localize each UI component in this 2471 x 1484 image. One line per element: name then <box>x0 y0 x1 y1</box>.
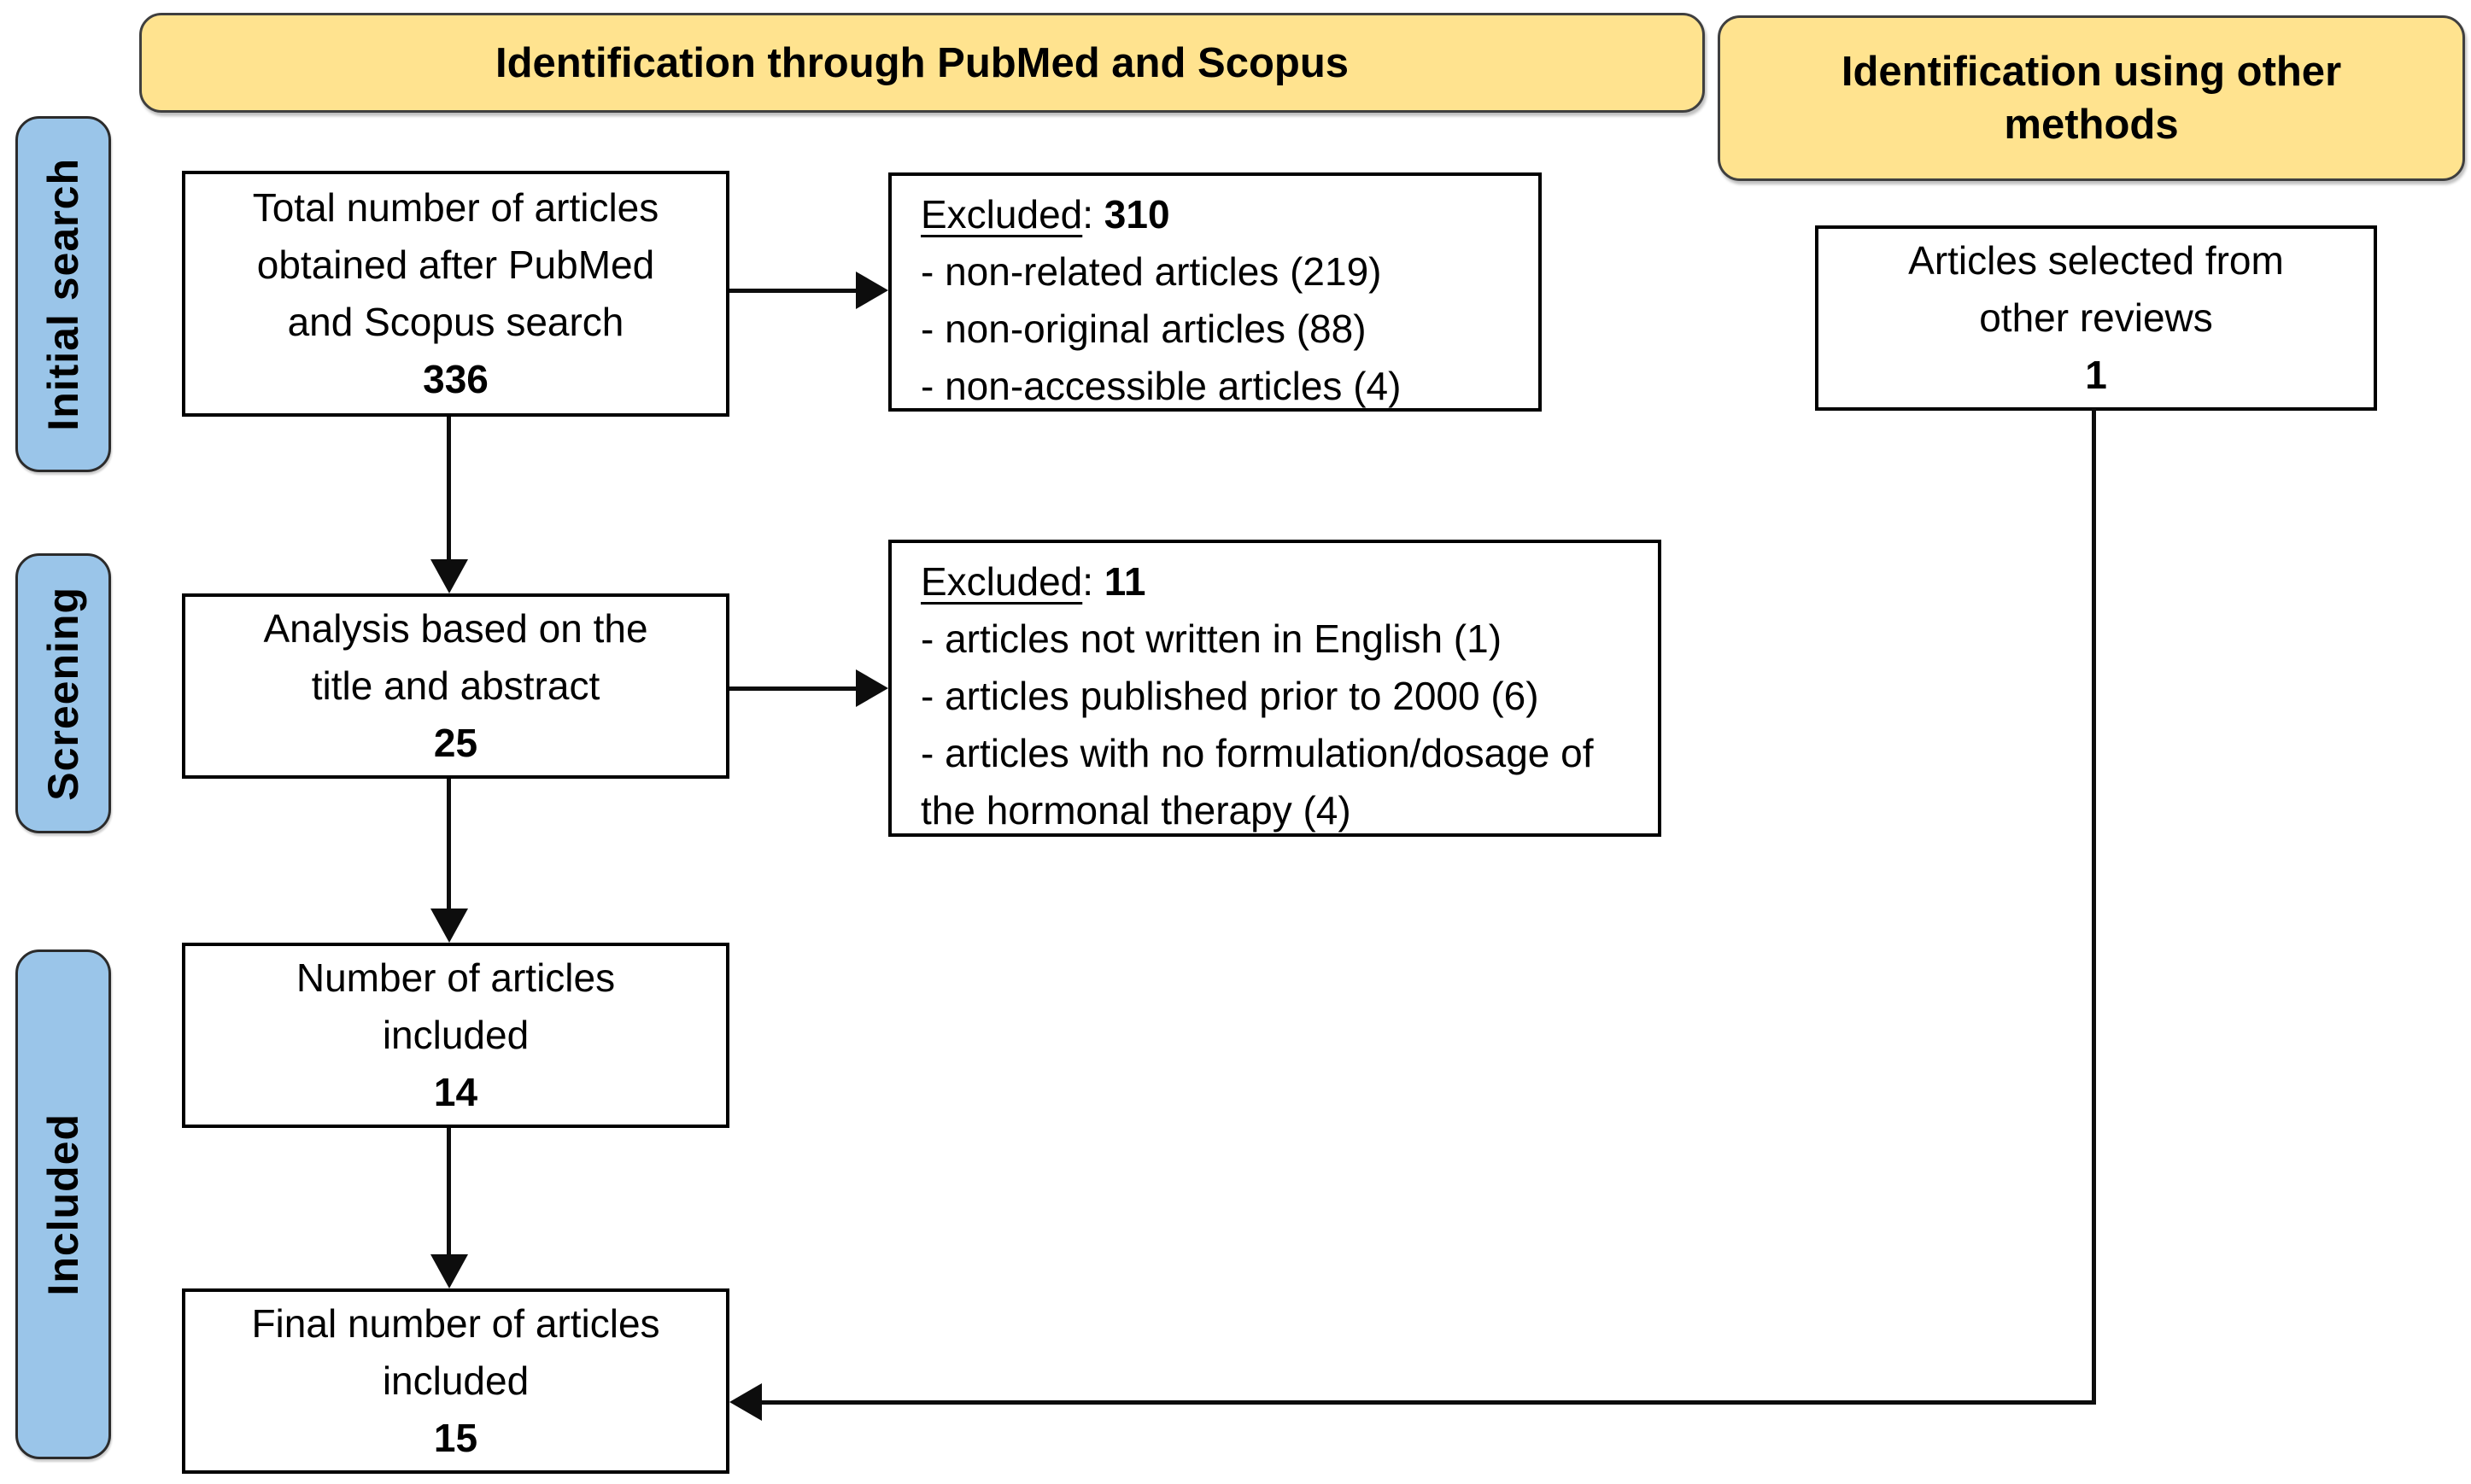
excluded-label: Excluded <box>921 559 1083 604</box>
box-count: 1 <box>2085 353 2107 397</box>
stage-label-initial-search: Initial search <box>15 116 111 472</box>
arrowhead <box>430 1254 468 1288</box>
stage-label-text: Screening <box>39 586 87 801</box>
text-line: included <box>382 1013 530 1057</box>
text-line: Articles selected from <box>1908 238 2284 283</box>
excluded-items: - non-related articles (219) - non-origin… <box>921 243 1401 415</box>
arrowhead <box>430 559 468 593</box>
box-total-articles: Total number of articles obtained after P… <box>182 171 729 417</box>
box-excluded-initial-search: Excluded: 310 - non-related articles (21… <box>888 172 1542 412</box>
text-line: - articles published prior to 2000 (6) <box>921 674 1539 718</box>
box-count: 336 <box>423 357 489 401</box>
box-articles-included: Number of articles included 14 <box>182 943 729 1128</box>
text-line: - non-original articles (88) <box>921 307 1367 351</box>
banner-identification-other-methods: Identification using other methods <box>1718 15 2465 181</box>
arrow-line <box>447 417 451 562</box>
box-text-lines: Total number of articles obtained after P… <box>253 179 659 351</box>
excluded-title: Excluded: 11 <box>921 553 1145 611</box>
text-line: Identification through PubMed and Scopus <box>495 39 1350 86</box>
arrowhead <box>856 272 888 309</box>
text-line: Total number of articles <box>252 185 659 230</box>
arrowhead <box>430 909 468 943</box>
excluded-label: Excluded <box>921 192 1083 237</box>
excluded-items: - articles not written in English (1) - a… <box>921 611 1642 839</box>
arrow-line <box>729 686 858 691</box>
excluded-title: Excluded: 310 <box>921 186 1170 243</box>
box-text-lines: Final number of articles included <box>251 1295 659 1410</box>
connector-vertical-line <box>2092 408 2096 1405</box>
text-line: and Scopus search <box>287 300 624 344</box>
excluded-count: 310 <box>1104 192 1170 237</box>
box-count: 15 <box>433 1416 478 1460</box>
excluded-separator: : <box>1082 192 1104 237</box>
arrowhead <box>856 669 888 707</box>
stage-label-text: Initial search <box>39 157 87 431</box>
text-line: Number of articles <box>296 955 616 1000</box>
excluded-count: 11 <box>1104 559 1146 604</box>
stage-label-text: Included <box>39 1113 87 1296</box>
text-line: Final number of articles <box>251 1301 660 1346</box>
text-line: included <box>382 1358 530 1403</box>
banner-identification-pubmed-scopus: Identification through PubMed and Scopus <box>139 13 1705 113</box>
text-line: - non-related articles (219) <box>921 249 1382 294</box>
text-line: methods <box>2004 102 2179 148</box>
stage-label-screening: Screening <box>15 553 111 833</box>
text-line: Analysis based on the <box>263 606 648 651</box>
text-line: - articles with no formulation/dosage of… <box>921 731 1594 833</box>
text-line: Identification using other <box>1841 49 2342 95</box>
box-final-articles-included: Final number of articles included 15 <box>182 1288 729 1474</box>
text-line: - non-accessible articles (4) <box>921 364 1402 408</box>
box-articles-from-other-reviews: Articles selected from other reviews 1 <box>1815 225 2377 411</box>
box-count: 14 <box>433 1070 478 1114</box>
arrow-line <box>447 1128 451 1256</box>
arrow-line <box>729 289 858 293</box>
arrowhead <box>729 1383 762 1421</box>
text-line: obtained after PubMed <box>256 242 655 287</box>
text-line: other reviews <box>1979 295 2213 340</box>
box-text-lines: Analysis based on the title and abstract <box>263 600 647 715</box>
box-count: 25 <box>433 721 478 765</box>
text-line: - articles not written in English (1) <box>921 616 1502 661</box>
stage-label-included: Included <box>15 949 111 1459</box>
box-excluded-screening: Excluded: 11 - articles not written in E… <box>888 540 1661 837</box>
excluded-separator: : <box>1082 559 1104 604</box>
arrow-line <box>447 779 451 910</box>
box-text-lines: Number of articles included <box>296 949 615 1064</box>
connector-horizontal-line <box>760 1400 2096 1405</box>
text-line: title and abstract <box>311 663 600 708</box>
box-text-lines: Articles selected from other reviews <box>1908 232 2284 347</box>
